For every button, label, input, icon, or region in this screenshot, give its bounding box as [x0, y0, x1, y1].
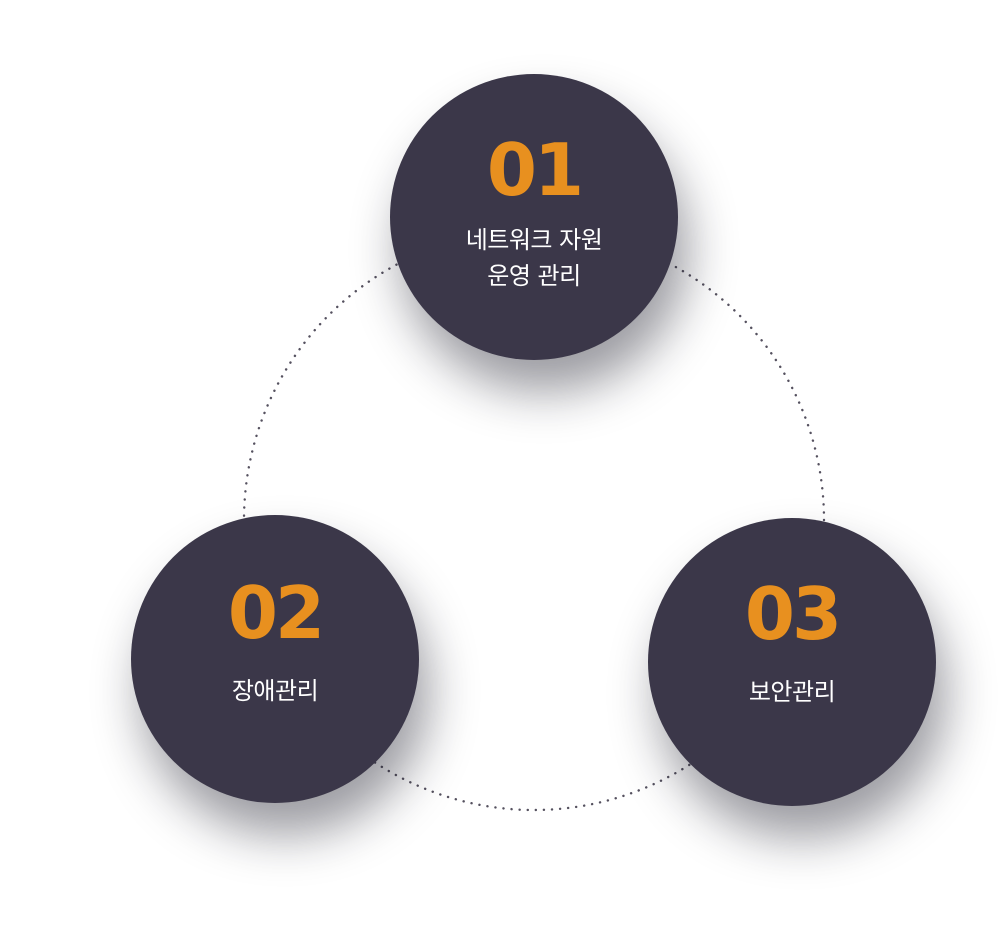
step-number-01: 01 [486, 128, 584, 212]
step-label-01: 네트워크 자원 운영 관리 [465, 226, 603, 290]
step-number-03: 03 [744, 572, 842, 656]
step-number-02: 02 [227, 571, 325, 655]
step-circle-03: 03 보안관리 [648, 518, 936, 806]
step-label-02: 장애관리 [231, 677, 319, 705]
step-circle-01: 01 네트워크 자원 운영 관리 [390, 74, 678, 360]
step-circle-02: 02 장애관리 [131, 515, 419, 803]
step-label-03: 보안관리 [748, 678, 836, 706]
